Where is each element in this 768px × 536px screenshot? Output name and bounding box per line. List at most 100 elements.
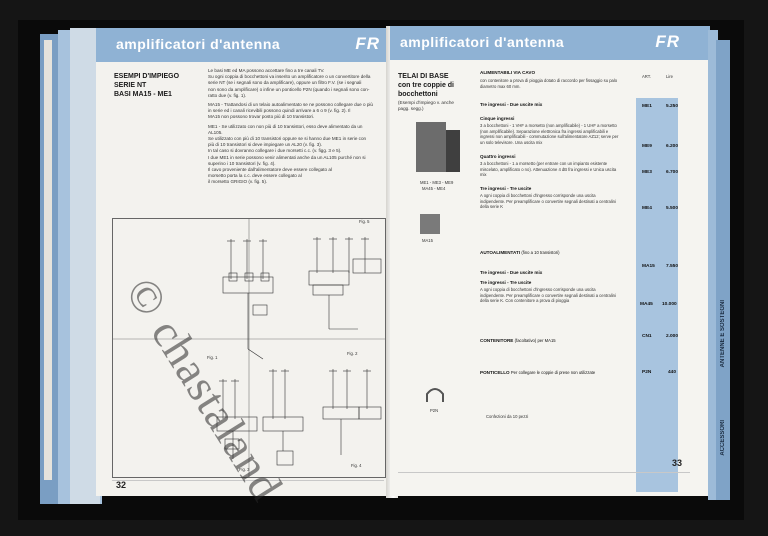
photo-caption: ME1 - ME3 - ME9	[420, 180, 454, 185]
right-subtitle: (Esempi d'impiego v. anche pagg. segg.)	[398, 100, 454, 112]
entry-title: PONTICELLO Per collegare le coppie di pr…	[480, 370, 620, 375]
entry-desc: A ogni coppia di bocchettoni d'ingresso …	[480, 287, 616, 304]
entry-title: Cinque ingressi	[480, 116, 515, 121]
figure-label: Fig. 3	[239, 467, 250, 472]
paragraph-line: il morsetto GRIGIO (v. fig. 5).	[208, 179, 268, 185]
entry-desc: 3 a bocchettoni - 1 VHF a morsetto (non …	[480, 123, 619, 145]
entry-desc: A ogni coppia di bocchettoni d'ingresso …	[480, 193, 616, 210]
product-photo-single	[420, 214, 440, 234]
section-title-self-powered: AUTOALIMENTATI (fino a 10 transistori)	[480, 250, 560, 255]
entry-code: ME1	[642, 104, 652, 109]
bridge-connector-image	[426, 388, 444, 402]
paragraph-line: più di 10 transistori si deve impiegare …	[208, 142, 323, 148]
paragraph-line: ME1 - Se utilizzato con non più di 10 tr…	[208, 123, 363, 129]
entry-desc-inline: Per collegare le coppie di prese non uti…	[510, 370, 596, 375]
left-footer-rule	[112, 480, 384, 481]
entry-title-text: PONTICELLO	[480, 370, 510, 375]
footnote: Confezioni da 10 pezzi	[486, 414, 529, 419]
entry-price: 10.000	[662, 302, 677, 307]
entry-price: 5.500	[666, 206, 679, 211]
left-headline-line: BASI MA15 - ME1	[114, 91, 172, 98]
price-column	[636, 98, 678, 492]
entry-price: 440	[668, 370, 677, 375]
right-footer-rule	[398, 472, 690, 473]
entry-title-text: CONTENITORE	[480, 338, 514, 343]
left-body-text: Le basi ME ed MA possono accettare fino …	[208, 68, 388, 186]
right-edge-tab	[708, 30, 718, 500]
entry-price: 7.550	[666, 264, 679, 269]
wiring-diagrams-box: Fig. 1 Fig. 2 Fig. 3 Fig. 4 Fig. 5	[112, 218, 386, 478]
entry-price: 6.200	[666, 144, 679, 149]
entry-desc-inline: (facoltativo) per MA15	[514, 338, 556, 343]
photo-caption: MA15	[422, 238, 433, 243]
side-tab-label-antenne: ANTENNE E SOSTEGNI	[720, 300, 726, 368]
entry-title: Tre ingressi - Due uscite mix	[480, 102, 543, 107]
entry-desc: 3 a bocchettoni - 1 a morsetto (per entr…	[480, 161, 617, 178]
right-headline-line: TELAI DI BASE	[398, 73, 449, 80]
right-header-band: amplificatori d'antenna FR	[390, 26, 710, 60]
entry-code: ME3	[642, 170, 652, 175]
entry-title: Tre ingressi - Tre uscite	[480, 186, 532, 191]
paragraph-line: serie NT (se i segnali sono da amplifica…	[208, 80, 362, 86]
entry-price: 5.250	[666, 104, 679, 109]
figure-label: Fig. 2	[347, 351, 358, 356]
left-edge-tab	[70, 28, 100, 504]
left-page-number: 32	[116, 480, 127, 490]
product-photo-triple	[416, 122, 446, 172]
paragraph-line: ratto due (v. fig. 1).	[208, 92, 247, 98]
entry-price: 2.000	[666, 334, 679, 339]
paragraph-line: AL105.	[208, 129, 223, 135]
entry-title: Tre ingressi - Due uscite mix	[480, 270, 543, 275]
left-header-title: amplificatori d'antenna	[116, 36, 281, 52]
paragraph-line: superino i 10 transistori (v. fig. 4).	[208, 160, 276, 166]
right-page: amplificatori d'antenna FR TELAI DI BASE…	[390, 26, 710, 496]
side-tab-label-accessori: ACCESSORI	[720, 420, 726, 456]
paragraph-line: MA15 - Trattandosi di un telaio autoalim…	[208, 102, 373, 108]
section-title-powered: ALIMENTABILI VIA CAVO	[480, 70, 536, 75]
figure-label: Fig. 4	[351, 463, 362, 468]
section-desc-powered: con contenitore a prova di pioggia dotat…	[480, 78, 618, 89]
left-header-band: amplificatori d'antenna FR	[96, 28, 396, 62]
product-photo-triple-back	[446, 130, 460, 172]
right-brand-logo: FR	[655, 32, 680, 51]
entry-code: MA15	[642, 264, 655, 269]
entry-title: CONTENITORE (facoltativo) per MA15	[480, 338, 556, 343]
entry-title: Quattro ingressi	[480, 154, 516, 159]
column-header-art: ART.	[642, 74, 651, 79]
paragraph-line: MA15 non possono trovar posto più di 10 …	[208, 114, 315, 120]
paragraph-line: In tal caso si dovranno collegare i due …	[208, 148, 342, 154]
paragraph-line: morsetto porta la c.c. deve essere colle…	[208, 173, 302, 179]
column-header-lire: Lire	[666, 74, 673, 79]
paragraph-line: non sono da amplificare) o infine un pon…	[208, 86, 370, 92]
right-page-number: 33	[672, 458, 683, 468]
entry-code: CN1	[642, 334, 652, 339]
paragraph-line: I due ME1 in serie possono venir aliment…	[208, 154, 366, 160]
left-page: amplificatori d'antenna FR ESEMPI D'IMPI…	[96, 28, 396, 496]
left-headline-line: SERIE NT	[114, 82, 147, 89]
right-headline: TELAI DI BASE con tre coppie di bocchett…	[398, 72, 454, 99]
left-headline-line: ESEMPI D'IMPIEGO	[114, 73, 180, 80]
paragraph-line: Il cavo proveniente dall'alimentatore de…	[208, 167, 332, 173]
figure-label: Fig. 5	[359, 219, 370, 224]
paragraph-line: in serie ed i canali ricevibili possono …	[208, 108, 351, 114]
entry-code: P2N	[642, 370, 652, 375]
right-header-title: amplificatori d'antenna	[400, 34, 565, 50]
entry-title: Tre ingressi - Tre uscite	[480, 280, 532, 285]
paragraph-line: Se utilizzato con più di 10 transistori …	[208, 136, 367, 142]
entry-code: MA45	[640, 302, 653, 307]
paragraph-line: Le basi ME ed MA possono accettare fino …	[208, 68, 325, 73]
entry-code: ME4	[642, 206, 652, 211]
figure-label: Fig. 1	[207, 355, 218, 360]
right-headline-line: bocchettoni	[398, 91, 438, 98]
right-section-tab	[716, 40, 730, 500]
photo-caption: P2N	[430, 408, 439, 413]
section-note: (fino a 10 transistori)	[521, 250, 560, 255]
paragraph-line: Su ogni coppia di bocchettoni va inserit…	[208, 74, 371, 80]
left-outer-tab	[44, 40, 52, 480]
entry-code: ME9	[642, 144, 652, 149]
right-headline-line: con tre coppie di	[398, 82, 455, 89]
wiring-diagrams	[113, 219, 385, 477]
left-headline: ESEMPI D'IMPIEGO SERIE NT BASI MA15 - ME…	[114, 72, 179, 99]
left-brand-logo: FR	[355, 34, 380, 53]
photo-caption: MA45 - ME4	[422, 186, 446, 191]
